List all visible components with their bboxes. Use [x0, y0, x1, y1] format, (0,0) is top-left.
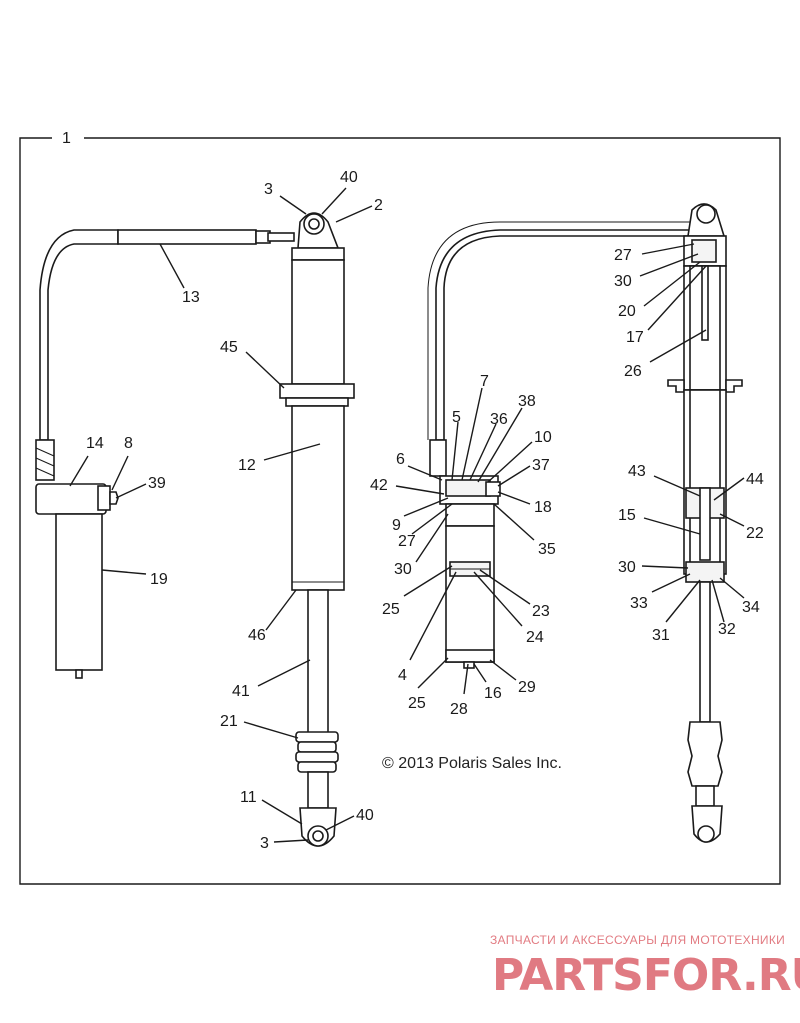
callout-42: 42	[370, 477, 388, 494]
callout-43: 43	[628, 463, 646, 480]
callout-27-right: 27	[614, 247, 632, 264]
callout-25-top: 25	[382, 601, 400, 618]
callout-7: 7	[480, 373, 489, 390]
copyright-text: © 2013 Polaris Sales Inc.	[382, 755, 562, 772]
callout-4: 4	[398, 667, 407, 684]
callout-19: 19	[150, 571, 168, 588]
left-shock-drawing	[35, 212, 355, 847]
watermark-brand: PARTSFOR.RU	[492, 950, 800, 1001]
callout-32: 32	[718, 621, 736, 638]
callout-30-mid: 30	[394, 561, 412, 578]
callout-8: 8	[124, 435, 133, 452]
callout-28: 28	[450, 701, 468, 718]
watermark-logo: ЗАПЧАСТИ И АКСЕССУАРЫ ДЛЯ МОТОТЕХНИКИ PA…	[490, 933, 800, 1001]
callout-1: 1	[62, 130, 71, 147]
callout-10: 10	[534, 429, 552, 446]
callout-21: 21	[220, 713, 238, 730]
callout-17: 17	[626, 329, 644, 346]
callout-15: 15	[618, 507, 636, 524]
callout-6: 6	[396, 451, 405, 468]
callout-11: 11	[240, 789, 257, 806]
callout-34: 34	[742, 599, 760, 616]
callout-37: 37	[532, 457, 550, 474]
callout-40-top: 40	[340, 169, 358, 186]
callout-40-bottom: 40	[356, 807, 374, 824]
callout-3-bottom: 3	[260, 835, 269, 852]
callout-36: 36	[490, 411, 508, 428]
callout-35: 35	[538, 541, 556, 558]
callout-29: 29	[518, 679, 536, 696]
leader-lines	[69, 187, 745, 843]
assembly-frame	[19, 137, 781, 885]
callout-38: 38	[518, 393, 536, 410]
right-shock-section-drawing	[667, 203, 743, 843]
callout-2: 2	[374, 197, 383, 214]
callout-45: 45	[220, 339, 238, 356]
callout-20: 20	[618, 303, 636, 320]
callout-labels: 1 2 3 40 13 45 12 14 8 39 19 46 41 21 11…	[62, 130, 764, 852]
callout-24: 24	[526, 629, 544, 646]
callout-30-right-bottom: 30	[618, 559, 636, 576]
callout-27-mid: 27	[398, 533, 416, 550]
callout-5: 5	[452, 409, 461, 426]
callout-25-bottom: 25	[408, 695, 426, 712]
callout-13: 13	[182, 289, 200, 306]
callout-41: 41	[232, 683, 250, 700]
callout-31: 31	[652, 627, 670, 644]
callout-16: 16	[484, 685, 502, 702]
callout-12: 12	[238, 457, 256, 474]
callout-46: 46	[248, 627, 266, 644]
callout-14: 14	[86, 435, 104, 452]
middle-reservoir-drawing	[427, 221, 691, 669]
callout-44: 44	[746, 471, 764, 488]
watermark-tagline: ЗАПЧАСТИ И АКСЕССУАРЫ ДЛЯ МОТОТЕХНИКИ	[490, 933, 785, 947]
callout-9: 9	[392, 517, 401, 534]
callout-22: 22	[746, 525, 764, 542]
callout-23: 23	[532, 603, 550, 620]
callout-30-right-top: 30	[614, 273, 632, 290]
callout-3-top: 3	[264, 181, 273, 198]
callout-39: 39	[148, 475, 166, 492]
callout-33: 33	[630, 595, 648, 612]
callout-18: 18	[534, 499, 552, 516]
callout-26: 26	[624, 363, 642, 380]
